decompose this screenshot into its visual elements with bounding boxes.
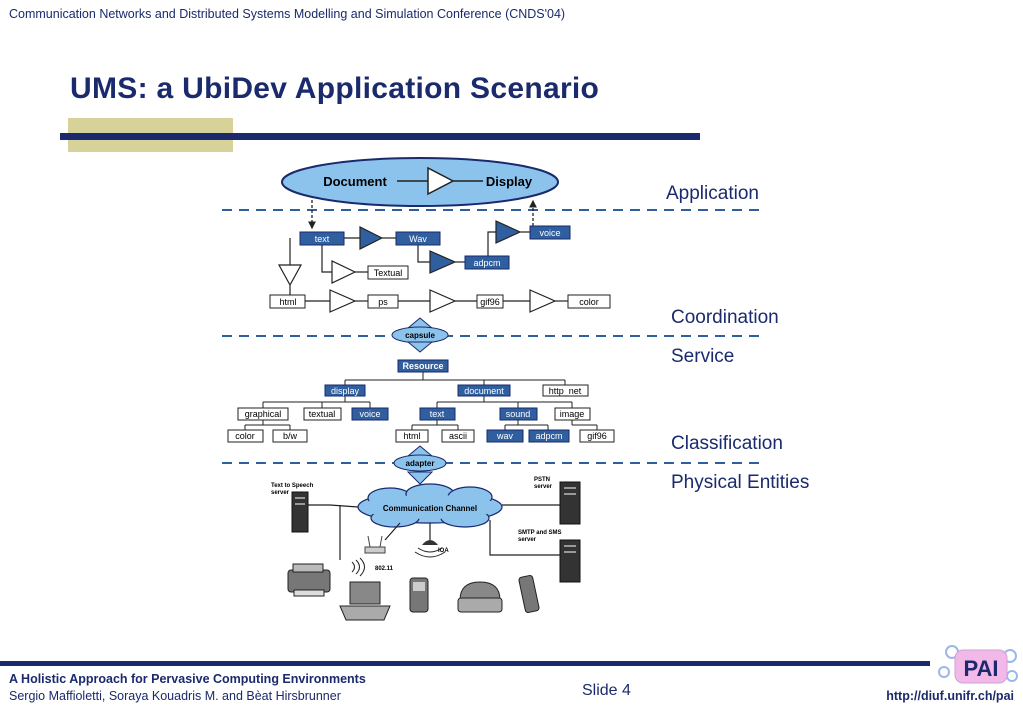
app-box-wav: Wav [409, 234, 427, 244]
filter-triangle [495, 220, 522, 244]
tree-html: html [403, 431, 420, 441]
slide-title: UMS: a UbiDev Application Scenario [70, 72, 600, 105]
layer-label-classification: Classification [671, 433, 783, 454]
layer-label-application: Application [666, 183, 759, 204]
tree-adpcm: adpcm [535, 431, 562, 441]
tree-graphical: graphical [245, 409, 282, 419]
tree-bw: b/w [283, 431, 298, 441]
filter-triangle [429, 250, 457, 274]
title-underline [60, 133, 700, 140]
server-icon [559, 481, 581, 525]
filter-triangle [277, 264, 303, 287]
app-box-adpcm: adpcm [473, 258, 500, 268]
mobile-phone-icon [409, 577, 429, 613]
filter-triangle [359, 226, 384, 250]
app-box-voice: voice [539, 228, 560, 238]
layer-label-physical-entities: Physical Entities [671, 472, 810, 493]
layer-separators [222, 209, 760, 464]
wifi-label: 802.11 [375, 566, 394, 572]
svg-text:adapter: adapter [406, 459, 435, 468]
cell-phone-icon [518, 574, 540, 614]
conference-name: Communication Networks and Distributed S… [9, 7, 566, 21]
ellipse-filter-triangle [427, 166, 455, 196]
footer-authors: Sergio Maffioletti, Soraya Kouadris M. a… [9, 689, 341, 703]
filter-triangle [429, 289, 457, 313]
tree-sound: sound [506, 409, 531, 419]
laptop-icon [339, 581, 391, 621]
svg-text:Communication Channel: Communication Channel [383, 504, 477, 513]
svg-text:PAI: PAI [963, 656, 998, 681]
footer-title: A Holistic Approach for Pervasive Comput… [9, 672, 366, 686]
app-box-text: text [315, 234, 330, 244]
tree-ascii: ascii [449, 431, 467, 441]
filter-triangle [329, 289, 357, 313]
application-ellipse: Document Display [281, 157, 559, 207]
ellipse-display-label: Display [486, 174, 533, 189]
filter-triangle [331, 260, 357, 284]
server-icon [291, 491, 309, 533]
printer-icon [287, 563, 331, 597]
layer-label-service: Service [671, 346, 735, 367]
ioa-device-icon [414, 540, 446, 558]
footer-divider [0, 661, 930, 666]
filter-triangle [529, 289, 557, 313]
tree-document: document [464, 386, 504, 396]
capsule-node: capsule [391, 317, 449, 353]
tree-image: image [560, 409, 585, 419]
svg-text:capsule: capsule [405, 331, 435, 340]
footer-url[interactable]: http://diuf.unifr.ch/pai [886, 689, 1014, 703]
ioa-label: IOA [438, 548, 449, 554]
communication-channel-cloud: Communication Channel [357, 483, 503, 528]
tree-root: Resource [402, 361, 443, 371]
adapter-node: adapter [393, 445, 447, 485]
slide-number: Slide 4 [582, 682, 631, 699]
tree-http-net: http_net [549, 386, 582, 396]
desk-phone-icon [457, 581, 503, 613]
wifi-access-point-icon [351, 535, 386, 577]
tree-display: display [331, 386, 360, 396]
tree-gif96: gif96 [587, 431, 607, 441]
pai-logo: PAI [938, 645, 1018, 684]
server-icon [559, 539, 581, 583]
app-box-ps: ps [378, 297, 388, 307]
tree-text: text [430, 409, 445, 419]
layer-label-coordination: Coordination [671, 307, 779, 328]
tree-textual: textual [309, 409, 336, 419]
app-box-color: color [579, 297, 599, 307]
app-box-gif96: gif96 [480, 297, 500, 307]
tree-color: color [235, 431, 255, 441]
tree-voice: voice [359, 409, 380, 419]
tree-wav: wav [496, 431, 514, 441]
app-box-textual: Textual [374, 268, 403, 278]
app-box-html: html [279, 297, 296, 307]
ellipse-document-label: Document [323, 174, 387, 189]
